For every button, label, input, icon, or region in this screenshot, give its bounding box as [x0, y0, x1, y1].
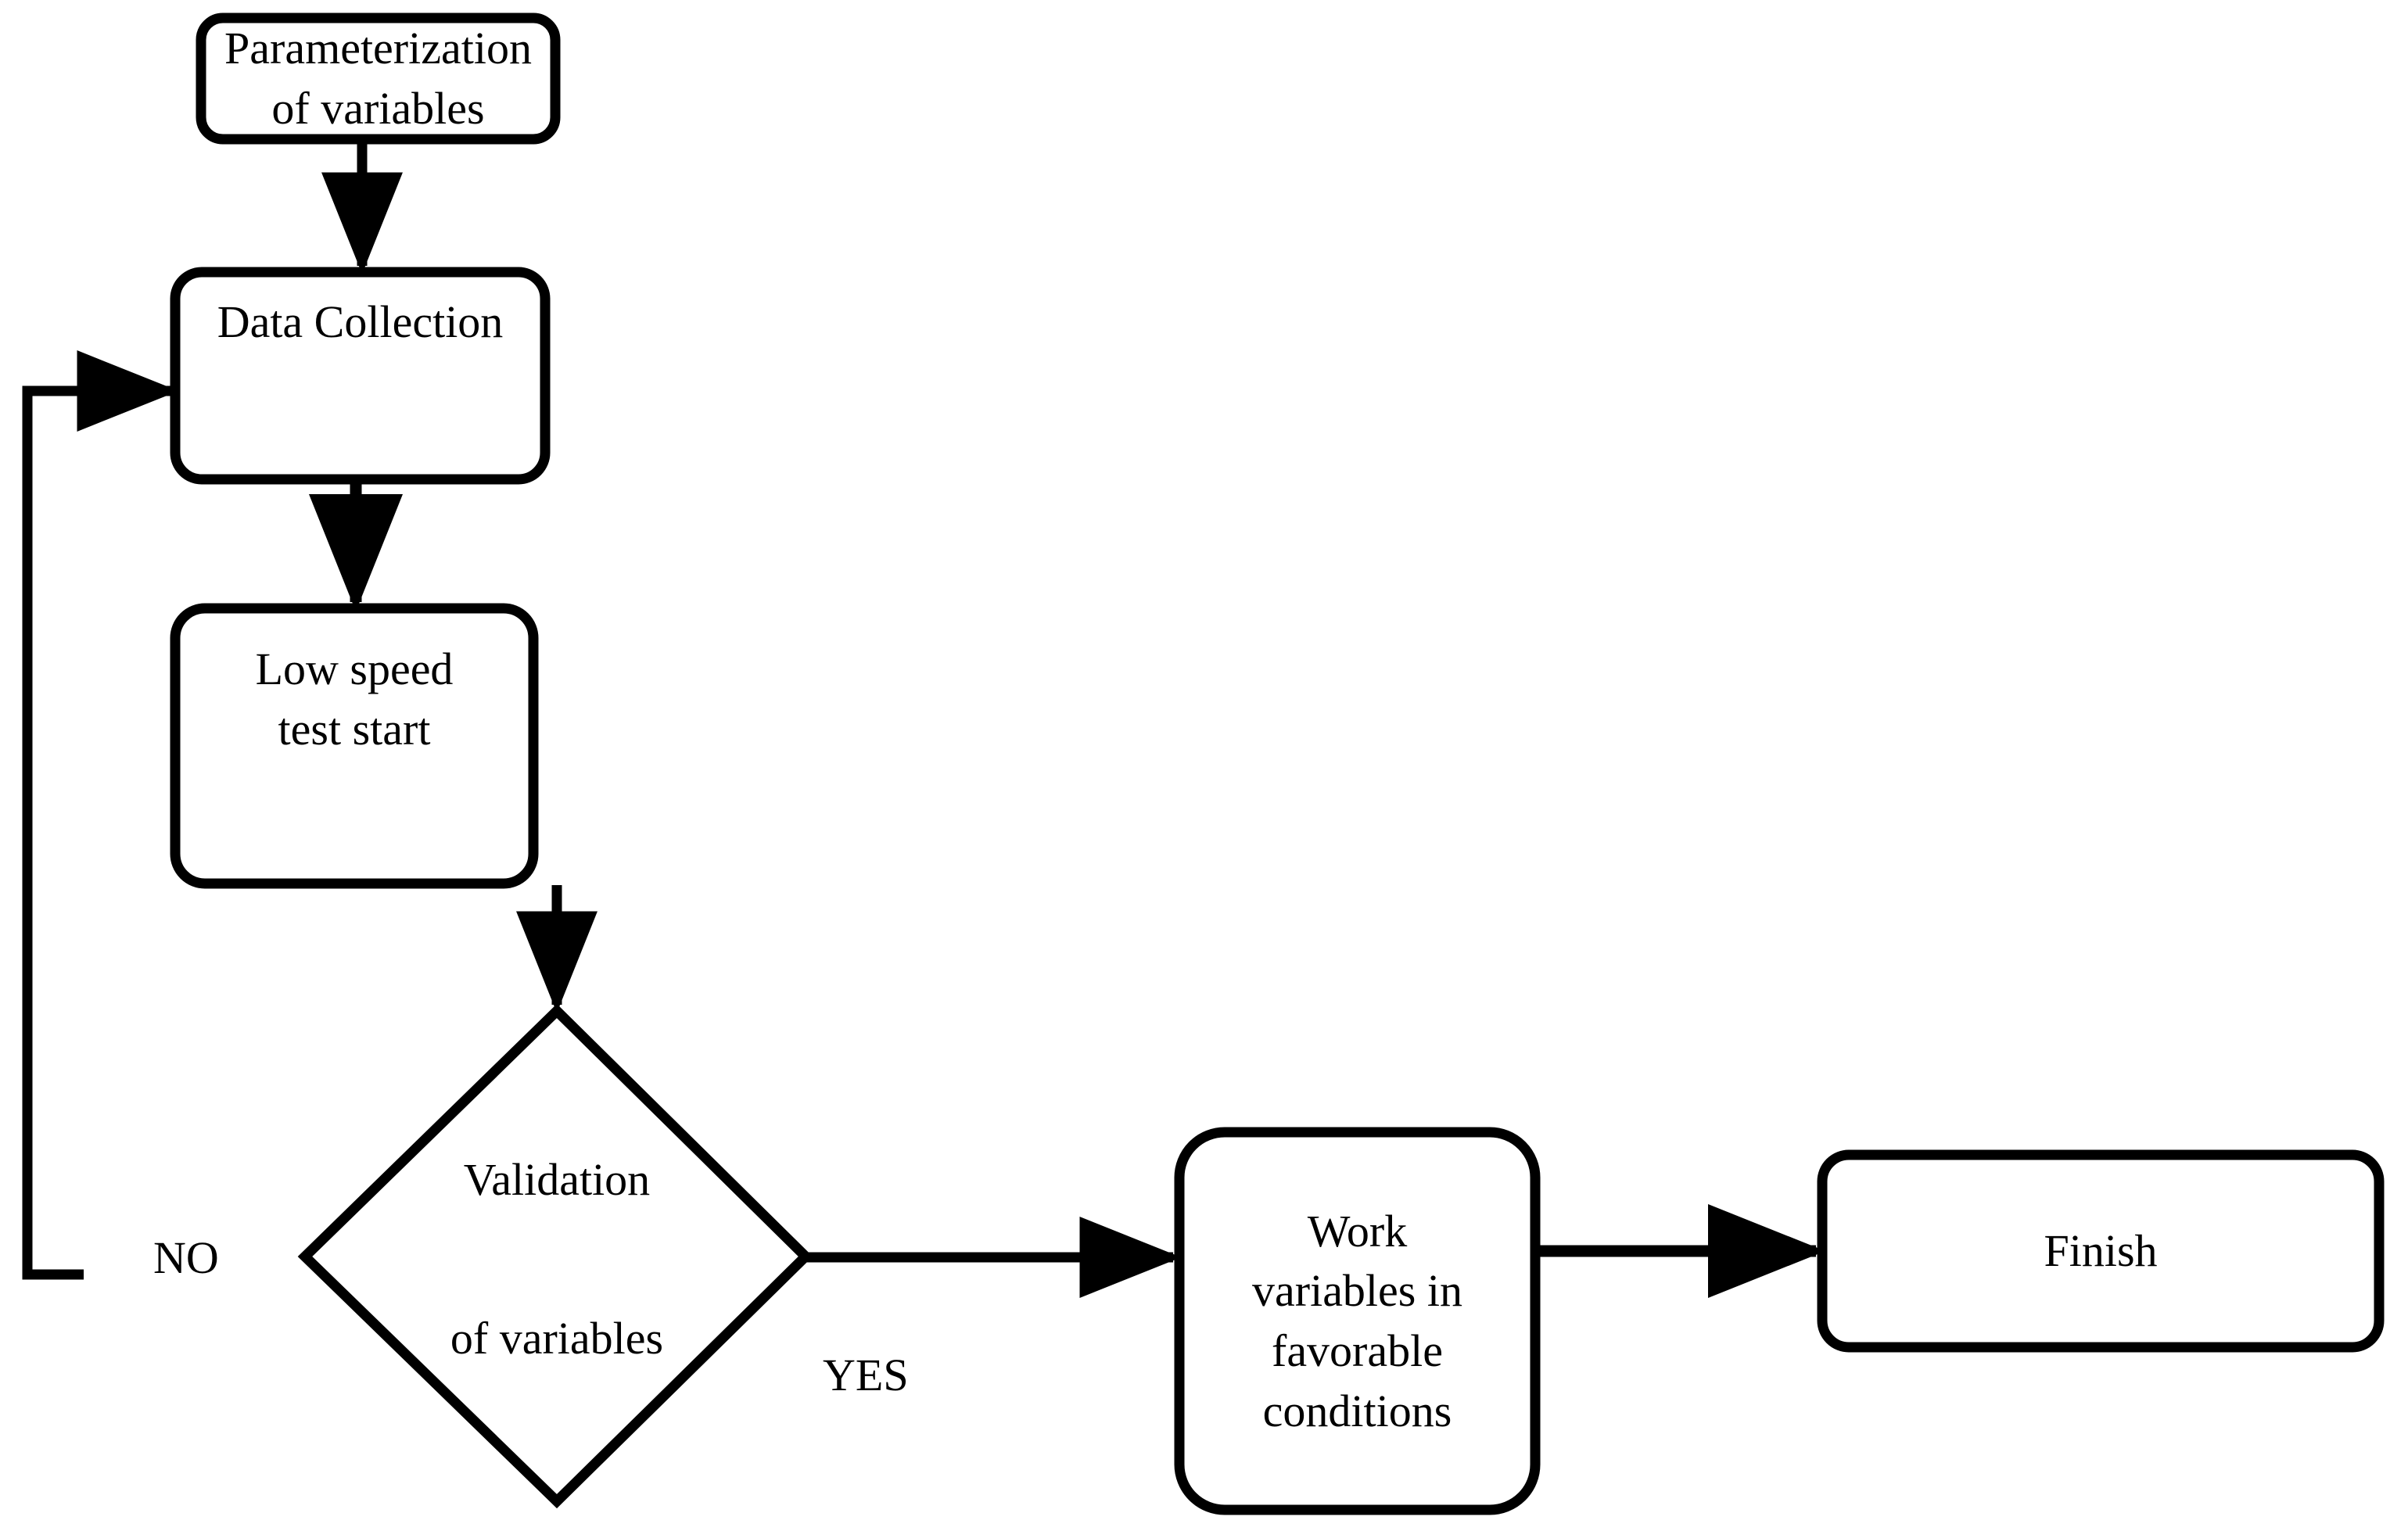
edge-validation-no	[22, 350, 179, 1280]
edge-label-yes: YES	[823, 1350, 909, 1400]
node-shape-validation-of-variables[interactable]	[297, 1003, 813, 1509]
edge-label-no: NO	[153, 1232, 219, 1283]
node-shape-data-collection[interactable]	[170, 267, 551, 485]
node-shape-low-speed-test-start[interactable]	[170, 603, 539, 889]
node-shape-finish[interactable]	[1817, 1149, 2385, 1353]
node-shape-work-variables[interactable]	[1174, 1127, 1541, 1515]
node-shape-parameterization[interactable]	[196, 13, 561, 145]
